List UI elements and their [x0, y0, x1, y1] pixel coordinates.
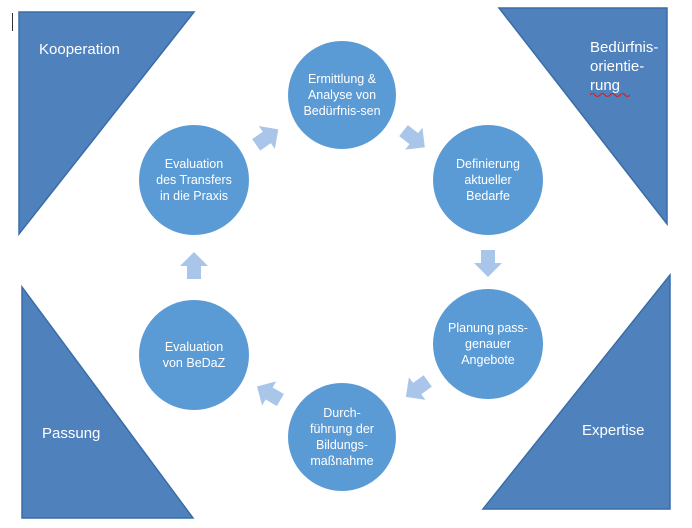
corner-triangle-top-left: [18, 11, 196, 237]
cycle-label-evaluation-transfer: Evaluation des Transfers in die Praxis: [156, 157, 232, 203]
corner-triangle-bottom-right: [481, 272, 671, 510]
cycle-arrow-3-to-4: [405, 375, 432, 400]
cycle-arrow-4-to-5: [257, 381, 284, 407]
cycle-arrow-2-to-3: [474, 250, 502, 277]
cycle-node-6: [139, 125, 249, 235]
cycle-node-1: [288, 41, 396, 149]
cycle-arrow-5-to-6: [180, 252, 208, 279]
cycle-label-ermittlung: Ermittlung & Analyse von Bedürfnis-sen: [303, 72, 381, 118]
cycle-label-evaluation-bedaz: Evaluation von BeDaZ: [162, 340, 226, 370]
corner-label-kooperation: Kooperation: [39, 41, 120, 58]
cycle-node-5: [139, 300, 249, 410]
text-cursor: [12, 13, 13, 31]
corner-label-expertise: Expertise: [582, 422, 645, 439]
cycle-arrow-6-to-1: [252, 125, 279, 151]
cycle-arrow-1-to-2: [399, 125, 425, 150]
corner-label-beduerfnisorientierung: Bedürfnis- orientie- rung: [590, 39, 659, 94]
cycle-node-4: [288, 383, 396, 491]
corner-triangle-top-right: [497, 7, 668, 227]
spellcheck-underline: [590, 93, 630, 97]
corner-label-passung: Passung: [42, 425, 101, 442]
cycle-label-durchfuehrung: Durch- führung der Bildungs- maßnahme: [310, 406, 374, 468]
cycle-label-planung: Planung pass- genauer Angebote: [448, 321, 528, 367]
cycle-node-3: [433, 289, 543, 399]
cycle-label-definierung: Definierung aktueller Bedarfe: [456, 157, 520, 203]
corner-triangle-bottom-left: [21, 284, 195, 519]
cycle-node-2: [433, 125, 543, 235]
